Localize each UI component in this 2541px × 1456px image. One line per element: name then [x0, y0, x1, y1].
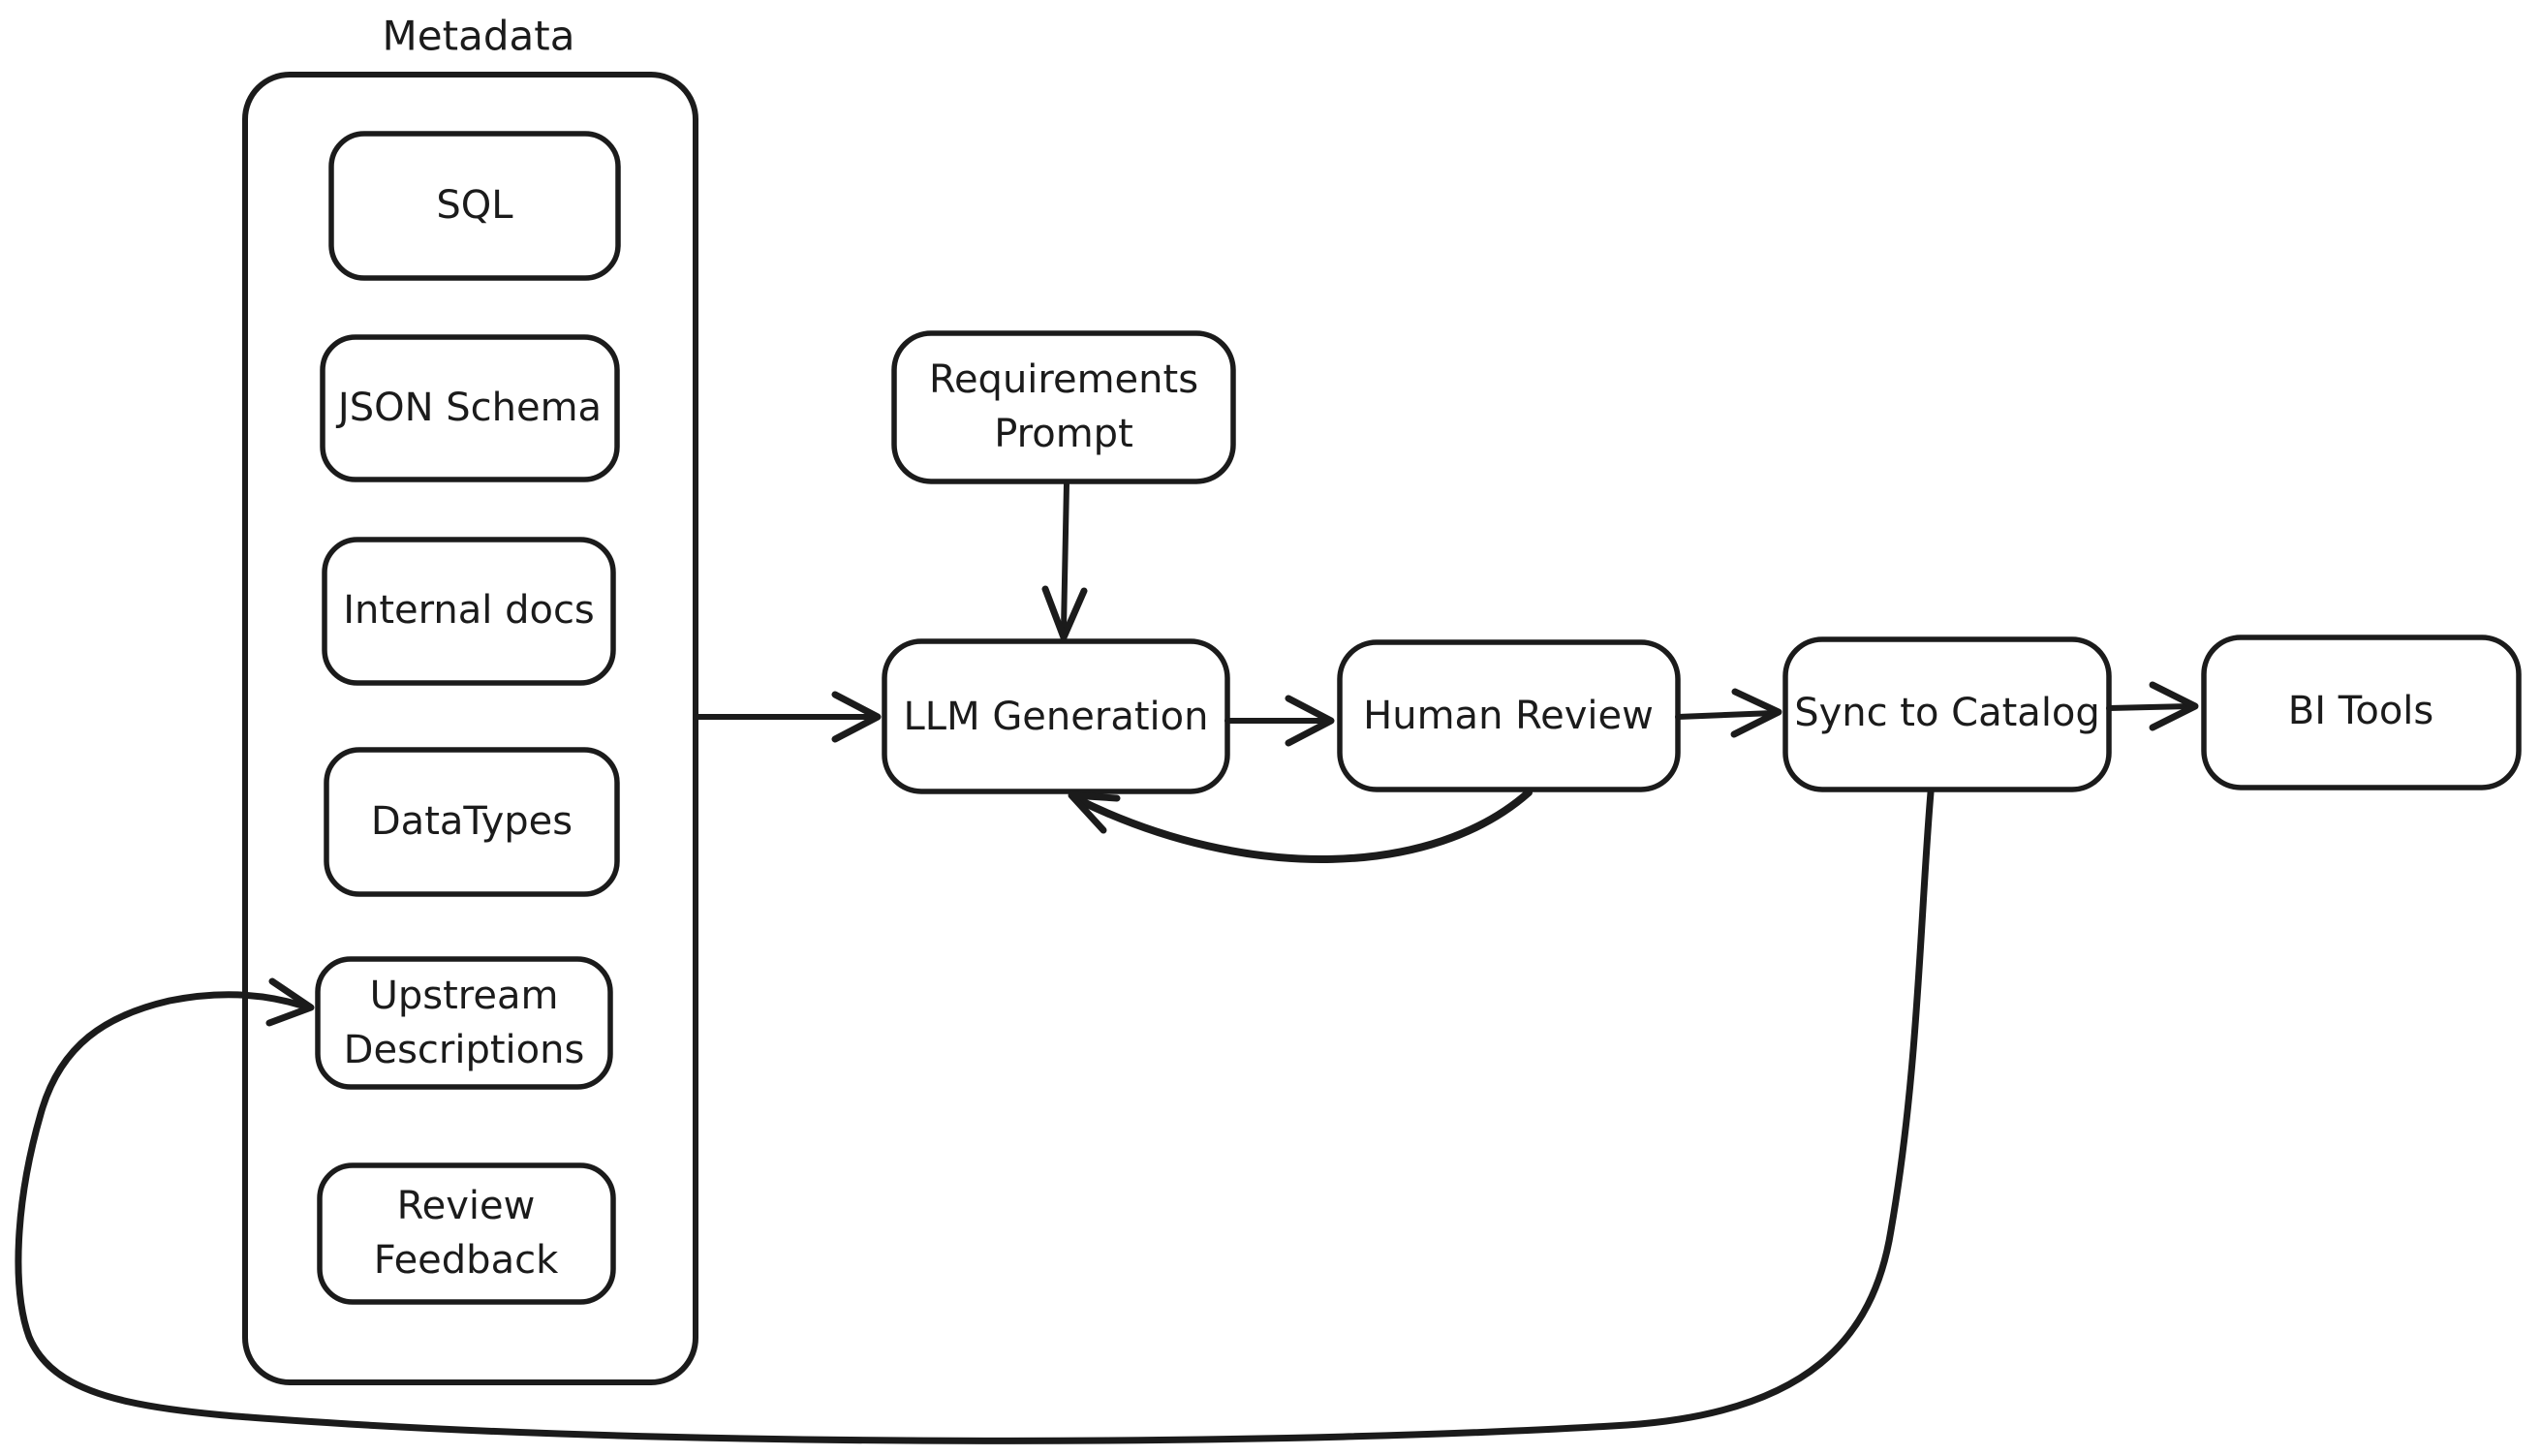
- edge-llm-generation-to-human-review: [1224, 695, 1335, 747]
- node-bi-tools-label: BI Tools: [2288, 689, 2434, 733]
- edge-human-review-to-llm-generation-feedback-arrowhead-icon: [1068, 791, 1121, 834]
- edge-metadata-to-llm-generation: [693, 691, 882, 743]
- edge-sync-to-catalog-to-bi-tools-arrowhead-icon: [2149, 681, 2199, 731]
- node-upstream-descriptions-label-line1: Upstream: [370, 974, 559, 1018]
- node-datatypes-label: DataTypes: [371, 799, 573, 844]
- node-review-feedback-box: [317, 1162, 616, 1305]
- node-human-review: Human Review: [1337, 639, 1681, 792]
- edge-requirements-prompt-to-llm-generation-line: [1061, 480, 1069, 633]
- edge-llm-generation-to-human-review-arrowhead-icon: [1285, 695, 1335, 747]
- group-metadata-frame: [242, 72, 698, 1385]
- node-sync-to-catalog: Sync to Catalog: [1782, 636, 2112, 792]
- edge-requirements-prompt-to-llm-generation: [1041, 480, 1088, 641]
- node-upstream-descriptions: Upstream Descriptions: [315, 956, 613, 1090]
- group-metadata-title: Metadata: [383, 13, 575, 60]
- node-human-review-label: Human Review: [1363, 694, 1654, 738]
- node-review-feedback: Review Feedback: [317, 1162, 616, 1305]
- node-sql-box: [328, 131, 621, 281]
- edge-sync-to-catalog-to-upstream-descriptions-loop-line: [15, 789, 1935, 1444]
- node-datatypes: DataTypes: [324, 747, 620, 897]
- edge-human-review-to-sync-to-catalog-line: [1675, 710, 1777, 720]
- node-internal-docs: Internal docs: [322, 537, 616, 686]
- node-llm-generation-box: [882, 638, 1230, 794]
- node-requirements-prompt-box: [891, 330, 1236, 484]
- node-sync-to-catalog-box: [1782, 636, 2112, 792]
- edge-human-review-to-sync-to-catalog-arrowhead-icon: [1730, 688, 1782, 738]
- node-bi-tools: BI Tools: [2201, 635, 2522, 790]
- node-llm-generation: LLM Generation: [882, 638, 1230, 794]
- node-upstream-descriptions-label-line2: Descriptions: [344, 1028, 585, 1072]
- node-review-feedback-label-line1: Review: [397, 1184, 536, 1228]
- edge-sync-to-catalog-to-bi-tools: [2106, 681, 2199, 731]
- node-internal-docs-box: [322, 537, 616, 686]
- node-review-feedback-label-line2: Feedback: [374, 1238, 559, 1283]
- node-internal-docs-label: Internal docs: [343, 588, 595, 633]
- node-sql: SQL: [328, 131, 621, 281]
- node-requirements-prompt: Requirements Prompt: [891, 330, 1236, 484]
- node-bi-tools-box: [2201, 635, 2522, 790]
- edge-sync-to-catalog-to-bi-tools-line: [2106, 703, 2193, 711]
- edge-metadata-to-llm-generation-arrowhead-icon: [831, 691, 882, 743]
- node-sync-to-catalog-label: Sync to Catalog: [1794, 691, 2100, 735]
- group-metadata: Metadata: [242, 13, 698, 1385]
- edge-sync-to-catalog-to-upstream-descriptions-arrowhead-icon: [265, 977, 315, 1027]
- node-requirements-prompt-label-line2: Prompt: [994, 412, 1133, 456]
- node-datatypes-box: [324, 747, 620, 897]
- node-json-schema-label: JSON Schema: [335, 386, 602, 430]
- node-requirements-prompt-label-line1: Requirements: [929, 357, 1198, 402]
- edge-requirements-prompt-to-llm-generation-arrowhead-icon: [1041, 585, 1088, 641]
- node-llm-generation-label: LLM Generation: [904, 695, 1209, 739]
- node-json-schema-box: [320, 334, 620, 482]
- node-sql-label: SQL: [436, 183, 513, 228]
- node-json-schema: JSON Schema: [320, 334, 620, 482]
- node-upstream-descriptions-box: [315, 956, 613, 1090]
- edge-human-review-to-llm-generation-feedback: [1068, 789, 1533, 863]
- edge-human-review-to-llm-generation-feedback-line: [1075, 789, 1533, 863]
- edge-human-review-to-sync-to-catalog: [1675, 688, 1782, 738]
- edge-sync-to-catalog-to-upstream-descriptions-loop: [15, 789, 1935, 1444]
